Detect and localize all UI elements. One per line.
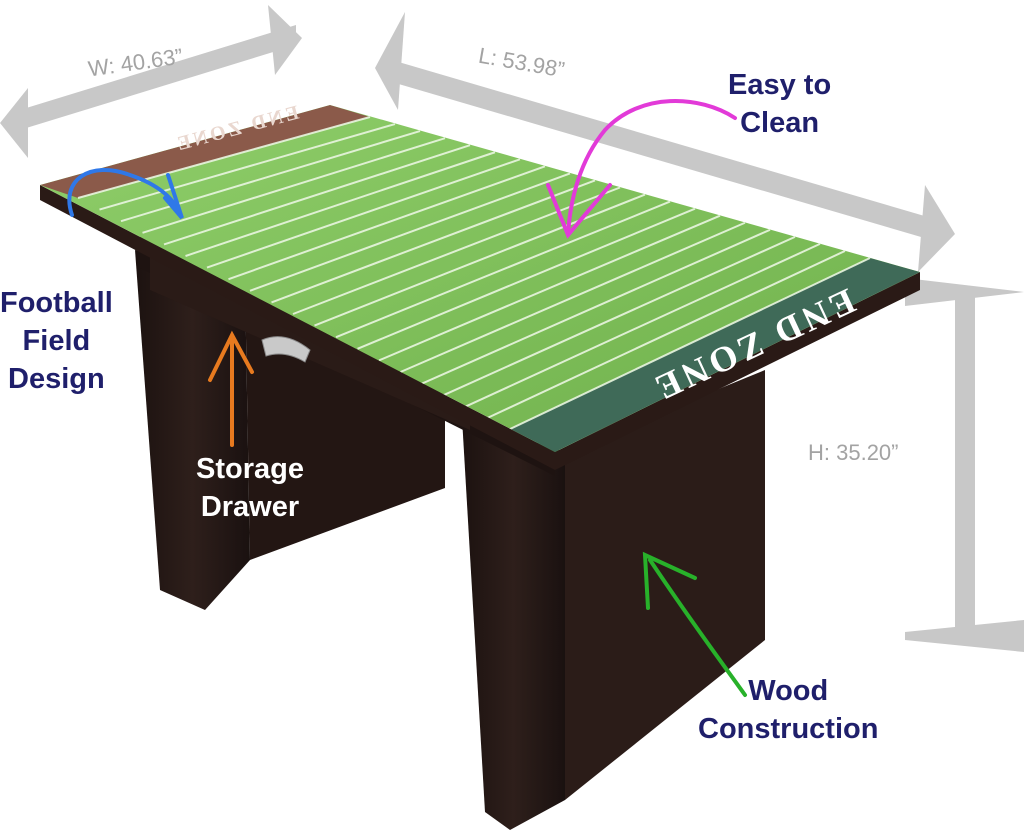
yard-line — [163, 144, 471, 246]
blue-arrow-icon — [67, 168, 184, 220]
wood-construction-line-1: Wood — [748, 675, 829, 707]
yard-line — [99, 123, 396, 211]
yard-line — [228, 165, 546, 281]
yard-line — [271, 179, 596, 304]
yard-line — [335, 200, 671, 339]
yard-line — [486, 250, 846, 420]
height-dimension — [905, 278, 1024, 652]
green-arrow-icon — [642, 551, 747, 697]
yard-line — [206, 158, 521, 269]
yard-line — [400, 221, 746, 373]
yard-line — [77, 116, 371, 199]
yard-line — [249, 172, 571, 292]
storage-drawer-line-1: Storage — [196, 453, 304, 485]
yard-line — [314, 193, 646, 327]
yard-line — [507, 257, 871, 431]
yard-line — [464, 242, 821, 408]
yard-line — [292, 186, 621, 315]
length-dimension — [375, 12, 955, 272]
height-dimension-label: H: 35.20” — [808, 440, 899, 465]
wood-construction-label: Wood Construction — [698, 672, 878, 748]
yard-line — [185, 151, 496, 257]
orange-arrow-icon — [208, 330, 254, 447]
football-field-top — [40, 105, 920, 452]
yard-line — [357, 207, 696, 350]
yard-line — [378, 214, 721, 362]
magenta-arrow-icon — [546, 99, 737, 239]
football-field-line-2: Field — [22, 325, 91, 357]
yard-line — [142, 137, 446, 234]
yard-line — [443, 235, 796, 397]
football-field-label: Football Field Design — [0, 284, 113, 398]
yard-line — [421, 228, 771, 385]
easy-clean-line-2: Clean — [740, 107, 820, 139]
easy-clean-line-1: Easy to — [728, 69, 832, 101]
wood-construction-line-2: Construction — [698, 713, 879, 745]
drawer-handle-icon — [261, 336, 311, 363]
storage-drawer-label: Storage Drawer — [196, 450, 304, 526]
width-dimension — [0, 5, 302, 158]
easy-clean-label: Easy to Clean — [728, 66, 831, 142]
football-field-line-1: Football — [0, 287, 113, 319]
football-field-line-3: Design — [8, 363, 105, 395]
storage-drawer-line-2: Drawer — [200, 491, 300, 523]
